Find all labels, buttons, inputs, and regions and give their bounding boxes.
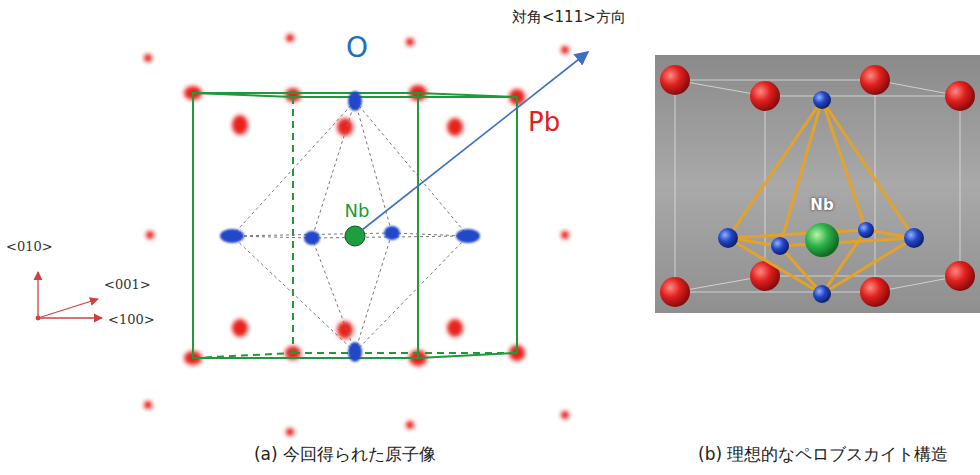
ideal-perovskite (655, 55, 980, 313)
pb-atom-image (144, 34, 569, 436)
atom-label: Nb (810, 197, 833, 214)
pb-blob (561, 411, 569, 419)
pb-blob (447, 319, 463, 337)
axis-label: <100> (108, 313, 155, 328)
axis-label: <010> (6, 240, 53, 255)
pb-sphere (860, 277, 890, 307)
direction-arrow (362, 52, 588, 230)
caption: (b) 理想的なペロブスカイト構造 (698, 445, 948, 465)
pb-blob (286, 428, 294, 436)
axes (36, 272, 102, 320)
direction-label: 対角<111>方向 (512, 9, 626, 26)
pb-blob (406, 38, 414, 46)
atom-label: Pb (528, 108, 560, 138)
pb-blob (337, 118, 353, 136)
pb-blob (232, 115, 248, 135)
pb-sphere (660, 65, 690, 95)
pb-blob (144, 54, 152, 62)
pb-sphere (750, 81, 780, 111)
pb-blob (561, 231, 569, 239)
axis-label: <001> (104, 278, 151, 293)
pb-blob (286, 34, 294, 42)
octahedron-lines (232, 101, 468, 352)
atom-label: Nb (343, 201, 372, 222)
pb-blob (337, 321, 353, 339)
pb-blob (561, 46, 569, 54)
pb-sphere (945, 81, 975, 111)
pb-blob (146, 231, 154, 239)
pb-sphere (860, 65, 890, 95)
o-atom-image (220, 91, 480, 362)
caption: (a) 今回得られた原子像 (254, 445, 436, 465)
pb-blob (144, 401, 152, 409)
pb-sphere (660, 277, 690, 307)
pb-blob (232, 319, 248, 337)
pb-blob (406, 421, 414, 429)
pb-sphere (945, 261, 975, 291)
unit-cell (193, 93, 517, 358)
pb-blob (447, 118, 463, 136)
atom-label: O (346, 32, 368, 64)
